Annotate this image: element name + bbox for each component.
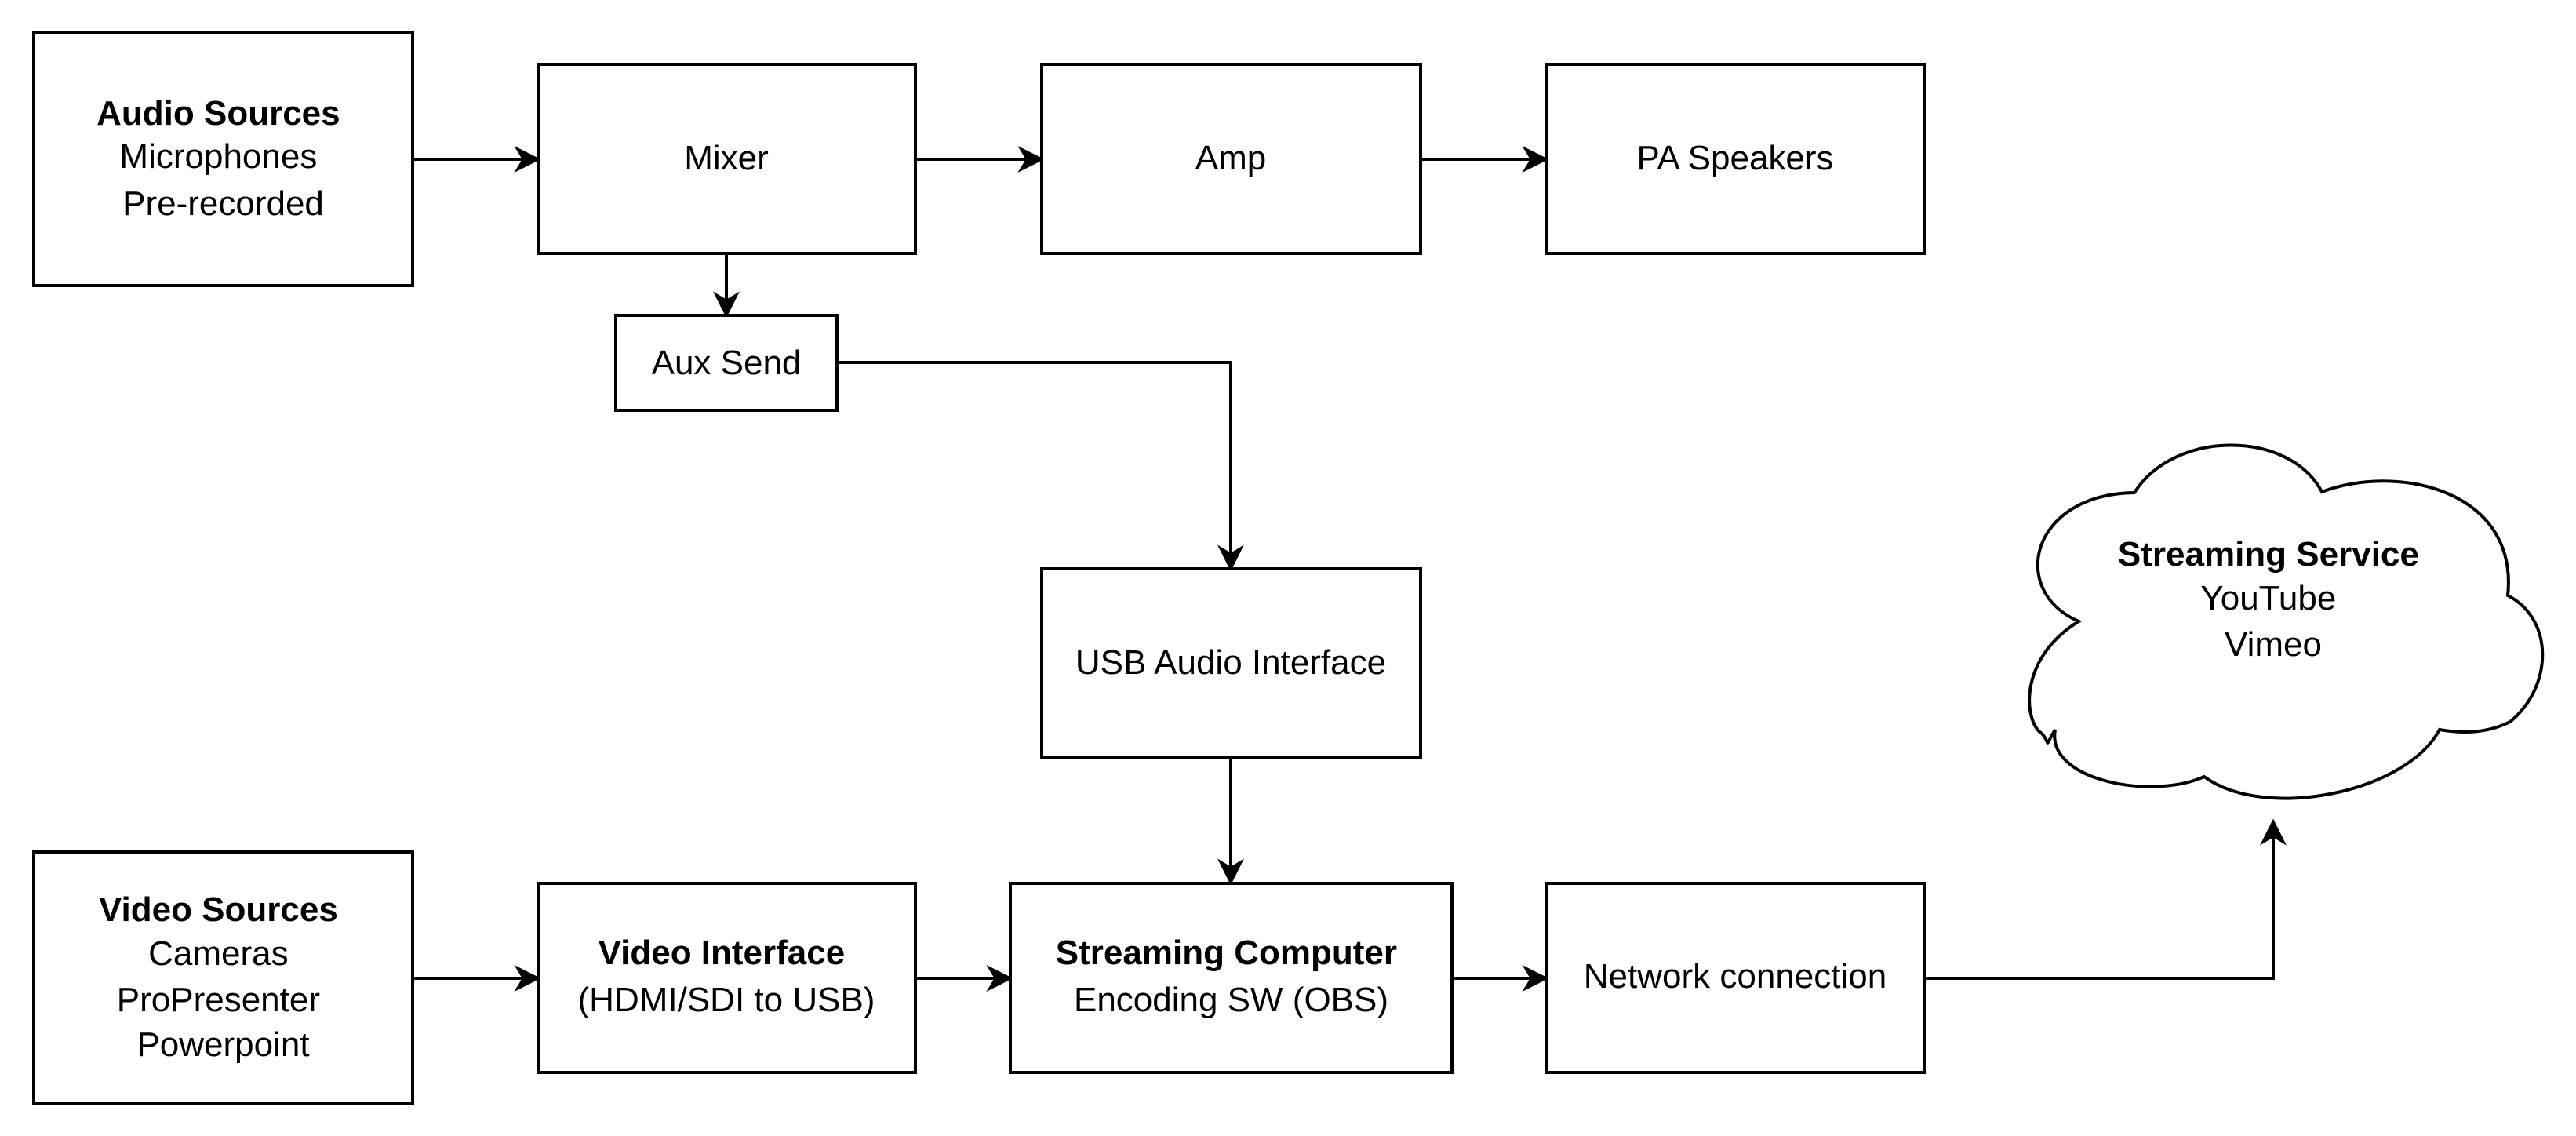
- video-interface-title: Video Interface: [599, 934, 846, 972]
- svg-text:Streaming Computer Enc: Streaming Computer Encoding SW (OBS): [1056, 934, 1406, 1019]
- node-video-sources: Video Sources Cameras ProPresenter Power…: [32, 850, 414, 1105]
- video-sources-line-powerpoint: Powerpoint: [136, 1025, 309, 1064]
- node-mixer: Mixer: [537, 63, 917, 255]
- cloud-shape: [2028, 443, 2545, 800]
- mixer-label: Mixer: [684, 139, 769, 177]
- node-pa-speakers: PA Speakers: [1545, 63, 1926, 255]
- streaming-computer-line-encoding: Encoding SW (OBS): [1074, 981, 1388, 1019]
- audio-sources-line-pre-recorded: Pre-recorded: [122, 184, 324, 223]
- svg-text:Video Interface (HDMI/: Video Interface (HDMI/SDI to USB): [578, 934, 875, 1019]
- node-usb-audio-interface: USB Audio Interface: [1040, 567, 1422, 759]
- video-sources-line-propresenter: ProPresenter: [117, 981, 320, 1019]
- video-interface-line-hdmi-sdi: (HDMI/SDI to USB): [578, 981, 875, 1019]
- video-sources-title: Video Sources: [99, 890, 338, 929]
- video-sources-line-cameras: Cameras: [148, 934, 289, 973]
- network-connection-label: Network connection: [1584, 957, 1887, 996]
- pa-speakers-label: PA Speakers: [1636, 139, 1833, 177]
- streaming-computer-title: Streaming Computer: [1056, 934, 1397, 972]
- amp-label: Amp: [1195, 139, 1266, 177]
- svg-text:Audio Sources Micropho: Audio Sources Microphones Pre-recorded: [96, 94, 350, 223]
- svg-text:Video Sources Cameras: Video Sources Cameras ProPresenter Power…: [99, 890, 347, 1064]
- streaming-service-line-vimeo: Vimeo: [2225, 625, 2322, 664]
- edge-aux-send-to-usb-audio-interface: [837, 361, 1244, 572]
- streaming-service-line-youtube: YouTube: [2200, 579, 2336, 617]
- node-audio-sources: Audio Sources Microphones Pre-recorded: [32, 31, 414, 287]
- edge-network-connection-to-streaming-service: [1924, 818, 2287, 980]
- audio-sources-title: Audio Sources: [96, 94, 340, 133]
- aux-send-label: Aux Send: [652, 344, 802, 382]
- svg-text:Streaming Service YouT: Streaming Service YouTube Vimeo: [2118, 535, 2429, 664]
- node-streaming-computer: Streaming Computer Encoding SW (OBS): [1009, 882, 1454, 1074]
- node-streaming-service: Streaming Service YouTube Vimeo: [2028, 443, 2545, 800]
- node-aux-send: Aux Send: [614, 314, 839, 412]
- usb-audio-interface-label: USB Audio Interface: [1075, 643, 1386, 682]
- streaming-service-title: Streaming Service: [2118, 535, 2419, 573]
- audio-sources-line-microphones: Microphones: [119, 137, 317, 176]
- node-amp: Amp: [1040, 63, 1422, 255]
- node-video-interface: Video Interface (HDMI/SDI to USB): [537, 882, 917, 1074]
- node-network-connection: Network connection: [1545, 882, 1926, 1074]
